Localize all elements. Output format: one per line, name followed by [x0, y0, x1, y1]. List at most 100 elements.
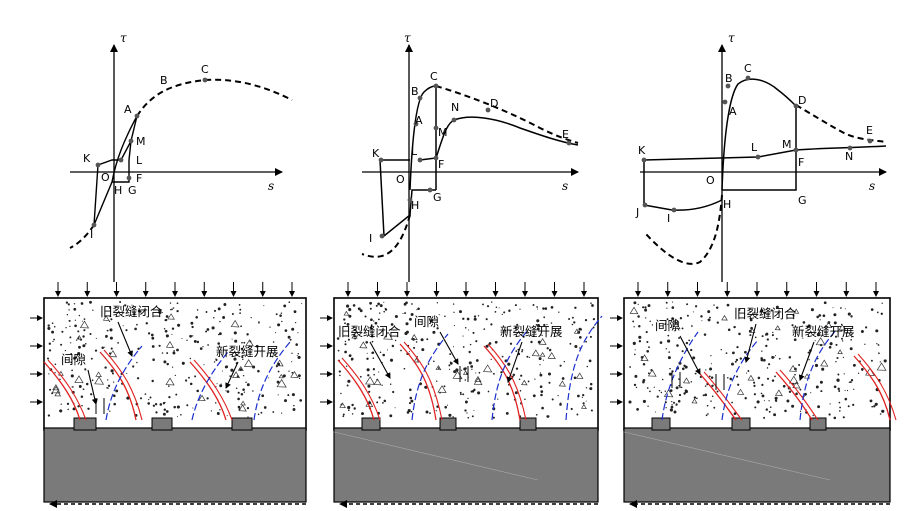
aggregate-dot: [272, 341, 275, 343]
aggregate-dot: [119, 301, 122, 303]
aggregate-dot: [521, 350, 523, 353]
concrete-block-3: [623, 297, 891, 431]
aggregate-dot: [828, 345, 832, 349]
aggregate-dot: [52, 340, 54, 343]
aggregate-stone: [774, 325, 781, 331]
aggregate-dot: [136, 377, 140, 380]
aggregate-dot: [221, 370, 223, 372]
aggregate-dot: [535, 324, 538, 326]
aggregate-dot: [881, 302, 883, 304]
aggregate-dot: [405, 301, 408, 305]
aggregate-dot: [65, 327, 67, 329]
aggregate-dot: [136, 323, 138, 326]
aggregate-dot: [574, 344, 578, 349]
aggregate-dot: [230, 368, 234, 372]
aggregate-dot: [647, 405, 649, 407]
aggregate-dot: [357, 307, 361, 311]
aggregate-dot: [578, 336, 582, 339]
old-crack-red: [103, 349, 143, 421]
aggregate-dot: [215, 358, 218, 362]
aggregate-dot: [466, 412, 468, 414]
aggregate-dot: [427, 363, 430, 365]
aggregate-dot: [850, 338, 853, 341]
aggregate-dot: [736, 375, 739, 378]
aggregate-dot: [150, 333, 154, 337]
aggregate-dot: [402, 312, 404, 315]
aggregate-dot: [514, 391, 518, 395]
aggregate-dot: [512, 373, 516, 377]
point-a-3: [722, 99, 728, 105]
aggregate-dot: [371, 340, 374, 343]
aggregate-stone: [52, 384, 60, 391]
aggregate-dot: [638, 325, 641, 328]
aggregate-dot: [89, 332, 92, 336]
aggregate-dot: [857, 372, 860, 374]
aggregate-dot: [376, 401, 379, 404]
aggregate-dot: [373, 373, 375, 376]
aggregate-dot: [833, 313, 837, 317]
aggregate-dot: [297, 374, 301, 378]
aggregate-dot: [738, 309, 741, 311]
aggregate-dot: [475, 372, 477, 374]
aggregate-dot: [207, 344, 209, 346]
aggregate-dot: [793, 338, 797, 342]
aggregate-dot: [815, 385, 819, 389]
base-hairline: [623, 431, 831, 481]
aggregate-dot: [444, 315, 446, 318]
aggregate-dot: [382, 353, 385, 357]
aggregate-dot: [66, 314, 69, 316]
aggregate-dot: [497, 398, 499, 400]
aggregate-dot: [870, 308, 874, 311]
aggregate-dot: [462, 335, 464, 337]
aggregate-dot: [633, 326, 635, 328]
aggregate-dot: [582, 402, 585, 405]
aggregate-dot: [381, 401, 384, 404]
aggregate-dot: [425, 410, 429, 414]
aggregate-dot: [291, 352, 293, 354]
aggregate-dot: [109, 336, 113, 340]
aggregate-dot: [240, 393, 244, 396]
aggregate-dot: [765, 344, 768, 348]
aggregate-dot: [246, 407, 250, 410]
aggregate-dot: [546, 323, 548, 326]
aggregate-dot: [291, 361, 293, 363]
old-crack-red: [99, 351, 137, 421]
aggregate-dot: [185, 379, 188, 382]
label-l-2: L: [411, 145, 418, 158]
aggregate-dot: [158, 309, 162, 313]
aggregate-dot: [243, 391, 246, 393]
aggregate-dot: [700, 315, 703, 318]
aggregate-dot: [288, 301, 291, 304]
aggregate-dot: [170, 309, 172, 311]
aggregate-dot: [367, 374, 370, 377]
aggregate-dot: [202, 346, 204, 348]
aggregate-dot: [246, 333, 249, 336]
base-hairline: [333, 431, 539, 481]
aggregate-dot: [839, 406, 841, 409]
aggregate-dot: [373, 320, 375, 322]
aggregate-dot: [774, 396, 778, 400]
aggregate-dot: [291, 393, 295, 397]
aggregate-dot: [59, 409, 63, 413]
aggregate-dot: [806, 325, 809, 328]
aggregate-dot: [82, 335, 85, 338]
aggregate-dot: [195, 316, 198, 319]
aggregate-dot: [152, 404, 156, 407]
aggregate-dot: [162, 412, 166, 416]
aggregate-dot: [878, 352, 880, 355]
point-k-3: [641, 157, 647, 163]
aggregate-dot: [475, 340, 478, 343]
aggregate-stone: [413, 357, 420, 363]
aggregate-dot: [336, 337, 340, 340]
aggregate-dot: [754, 336, 757, 339]
aggregate-dot: [816, 315, 819, 319]
aggregate-stone: [275, 359, 284, 367]
label-o-2: O: [396, 173, 405, 186]
aggregate-dot: [646, 349, 650, 353]
aggregate-dot: [870, 359, 873, 362]
point-d-3: [793, 103, 799, 109]
aggregate-dot: [438, 314, 440, 316]
aggregate-dot: [473, 410, 475, 411]
loop-lower-2: [379, 159, 436, 238]
aggregate-dot: [186, 339, 188, 341]
